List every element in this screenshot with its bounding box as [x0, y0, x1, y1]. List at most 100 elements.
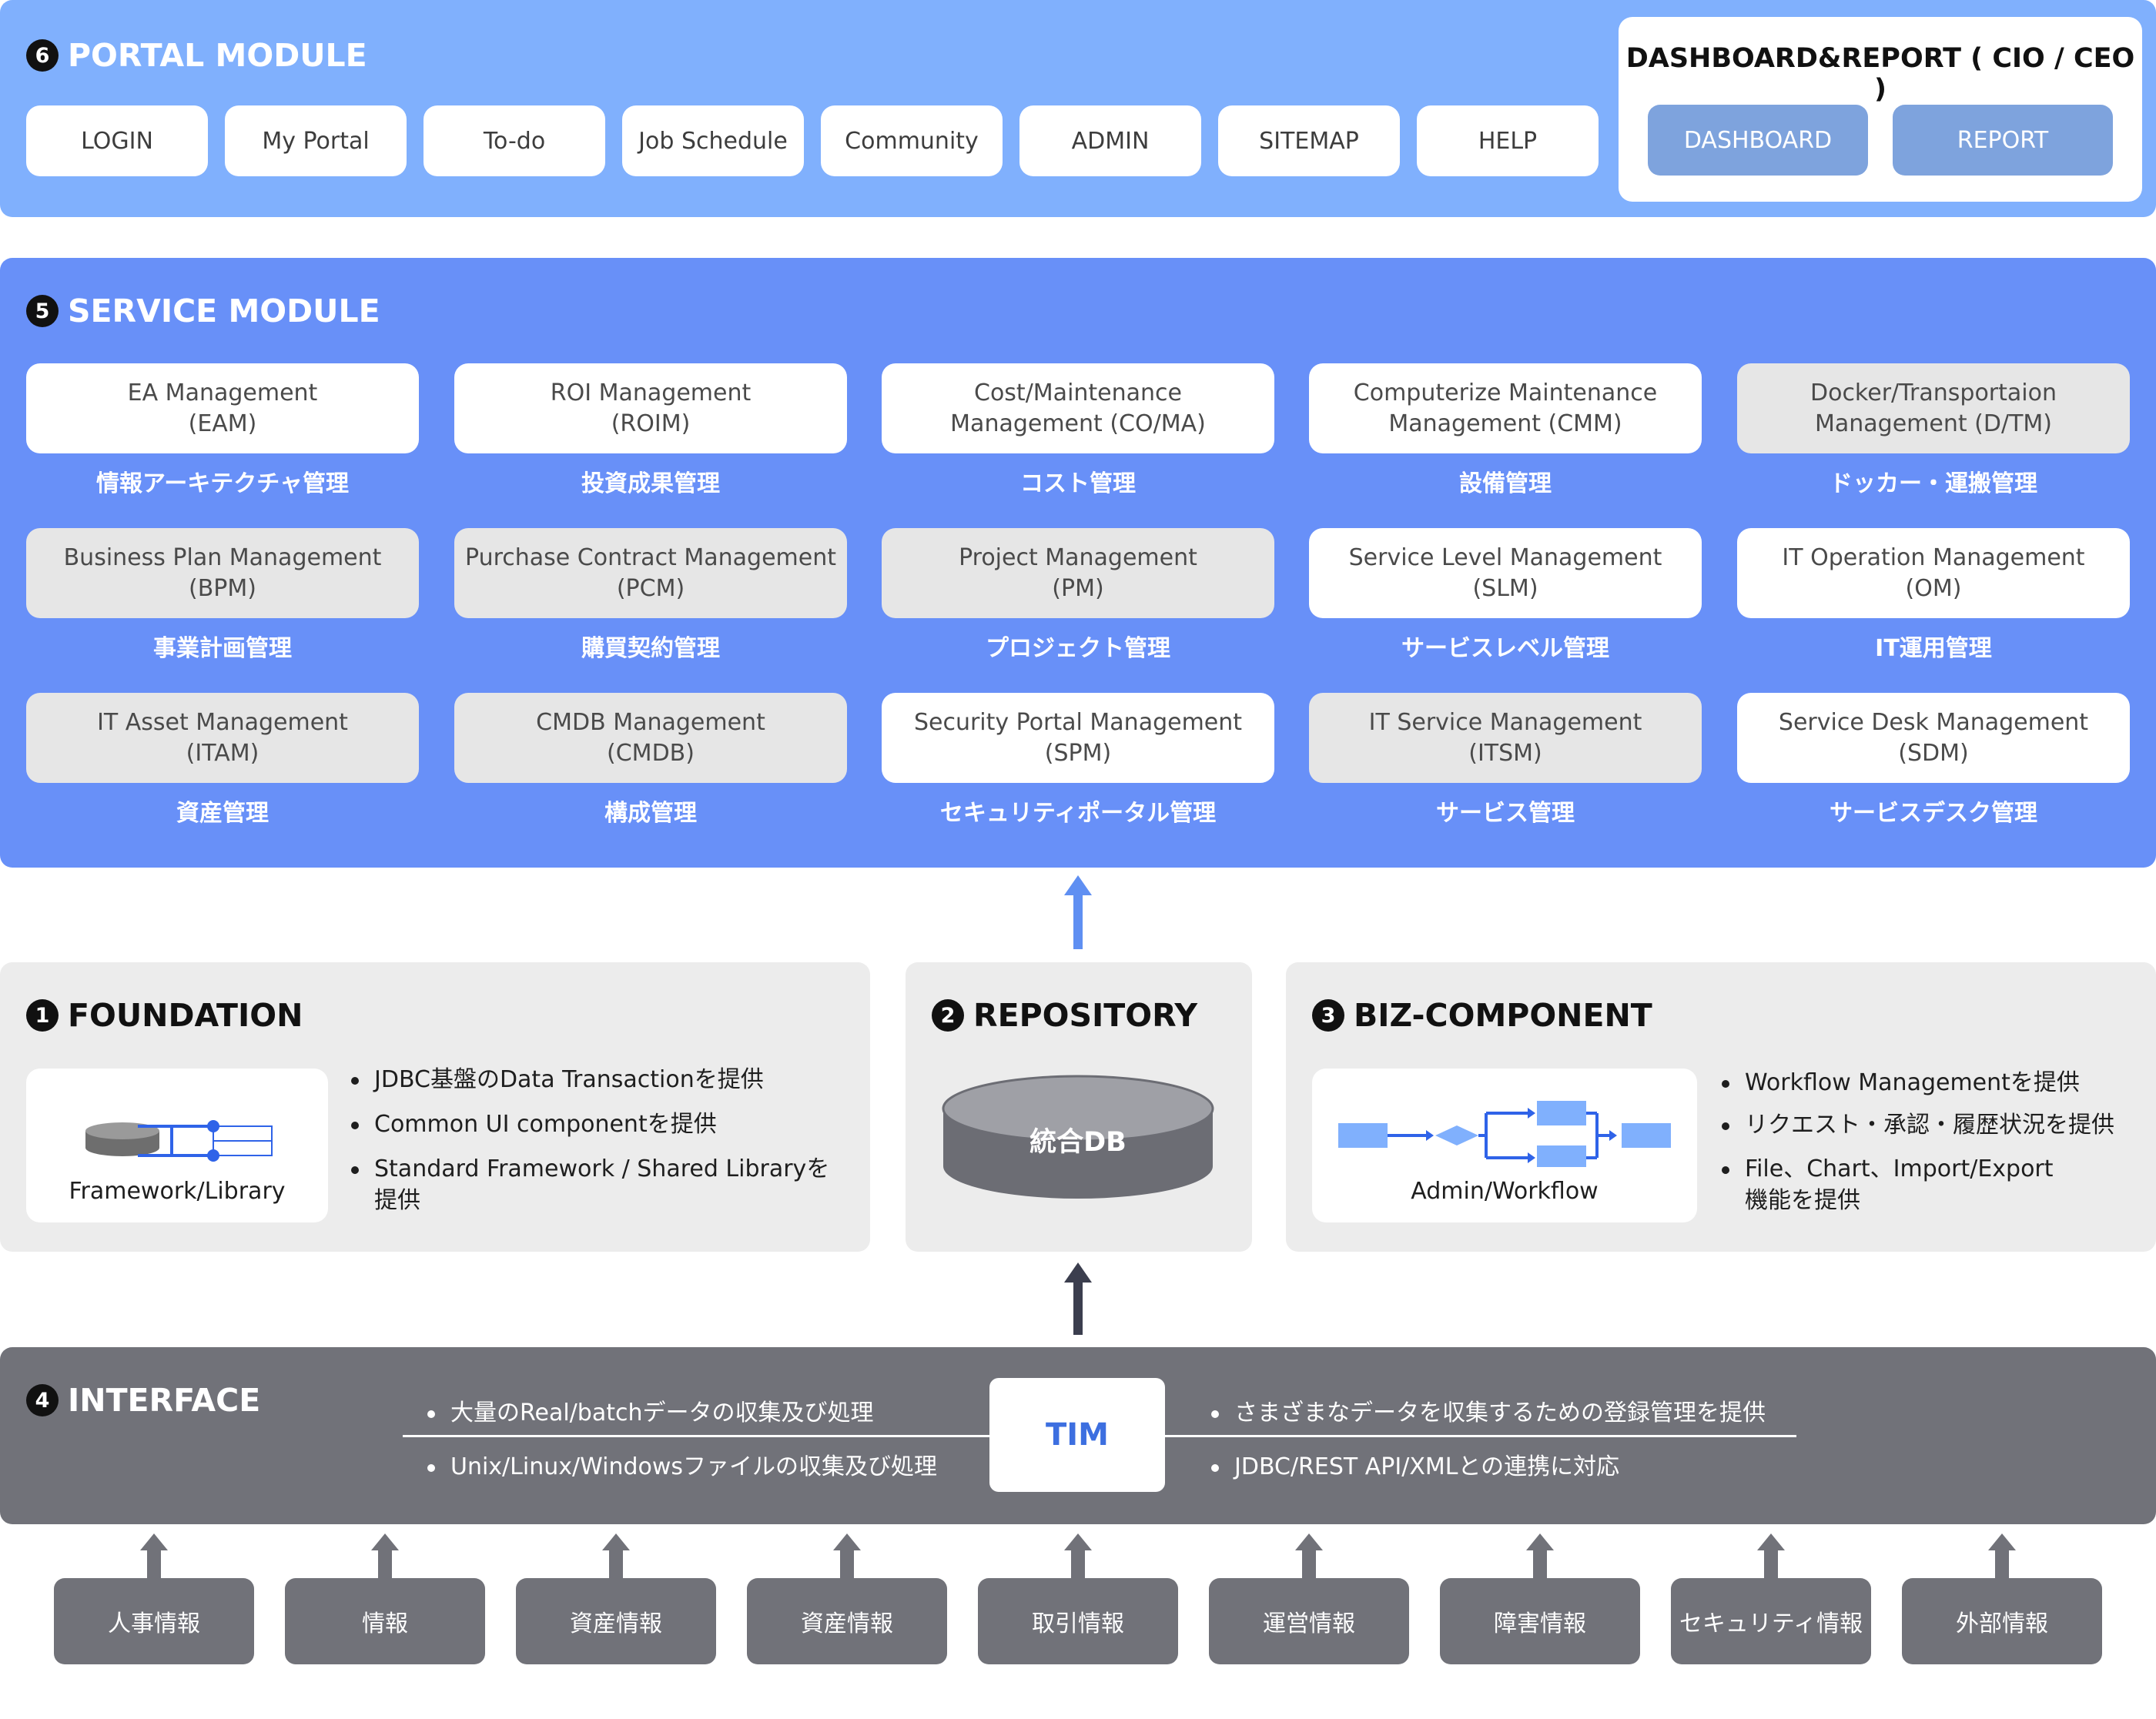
sitemap-button[interactable]: SITEMAP [1218, 105, 1400, 176]
module-bpm[interactable]: Business Plan Management(BPM) [26, 528, 419, 618]
module-pcm[interactable]: Purchase Contract Management(PCM) [454, 528, 847, 618]
module-slm[interactable]: Service Level Management(SLM) [1309, 528, 1702, 618]
service-module: 5 SERVICE MODULE EA Management (EAM) 情報アー… [0, 258, 2156, 868]
module-label: コスト管理 [1020, 470, 1136, 497]
arrow-up-icon [1526, 1533, 1554, 1578]
module-abbr: (OM) [1905, 574, 1962, 602]
portal-title-text: PORTAL MODULE [68, 37, 367, 74]
dashboard-button[interactable]: DASHBOARD [1648, 105, 1868, 176]
module-label: プロジェクト管理 [986, 635, 1170, 662]
admin-workflow-caption: Admin/Workflow [1411, 1178, 1599, 1205]
module-abbr: (EAM) [188, 410, 257, 437]
module-label: サービス管理 [1436, 800, 1575, 827]
service-title-text: SERVICE MODULE [68, 293, 380, 329]
arrow-up-icon [1064, 1262, 1092, 1335]
biz-component-bullet: Workflow Managementを提供 [1722, 1067, 2080, 1099]
module-label: 情報アーキテクチャ管理 [96, 470, 349, 497]
module-name: ROI Management [550, 379, 752, 406]
portal-module: 6 PORTAL MODULE LOGIN My Portal To-do Jo… [0, 0, 2156, 217]
todo-button[interactable]: To-do [424, 105, 605, 176]
module-name: IT Operation Management [1782, 543, 2085, 571]
tim-box[interactable]: TIM [989, 1378, 1165, 1492]
module-name: CMDB Management [536, 708, 765, 736]
repository-title: 2 REPOSITORY [932, 997, 1197, 1034]
arrow-up-icon [140, 1533, 168, 1578]
arrow-up-icon [371, 1533, 399, 1578]
module-label: サービスデスク管理 [1830, 800, 2037, 827]
source-hr-info[interactable]: 人事情報 [54, 1578, 254, 1664]
source-asset-info[interactable]: 資産情報 [516, 1578, 716, 1664]
module-name: Project Management [959, 543, 1197, 571]
module-label: 購買契約管理 [581, 635, 720, 662]
foundation-title: 1 FOUNDATION [26, 997, 303, 1034]
module-itsm[interactable]: IT Service Management (ITSM) [1309, 693, 1702, 783]
service-number-badge: 5 [26, 295, 59, 327]
module-abbr: Management (CO/MA) [950, 410, 1206, 437]
module-roim[interactable]: ROI Management(ROIM) [454, 363, 847, 453]
foundation-number-badge: 1 [26, 999, 59, 1032]
module-itam[interactable]: IT Asset Management(ITAM) [26, 693, 419, 783]
module-abbr: (SPM) [1044, 739, 1112, 767]
module-label: 資産管理 [176, 800, 269, 827]
module-abbr: (ITSM) [1468, 739, 1542, 767]
biz-component-panel: 3 BIZ-COMPONENT Admin/Workflow Workflow … [1286, 962, 2156, 1252]
database-icon [942, 1075, 1214, 1199]
arrow-up-icon [1757, 1533, 1785, 1578]
module-name: Cost/Maintenance [974, 379, 1182, 406]
integrated-db-label: 統合DB [1029, 1127, 1127, 1158]
source-incident-info[interactable]: 障害情報 [1440, 1578, 1640, 1664]
interface-left-bullet: 大量のReal/batchデータの収集及び処理 [427, 1393, 873, 1427]
module-name: IT Service Management [1368, 708, 1642, 736]
module-name: EA Management [127, 379, 318, 406]
admin-workflow-card: Admin/Workflow [1312, 1069, 1697, 1222]
foundation-bullet-continued: 提供 [374, 1187, 420, 1214]
module-abbr: Management (CMM) [1388, 410, 1622, 437]
module-abbr: Management (D/TM) [1815, 410, 2052, 437]
module-abbr: (SDM) [1898, 739, 1969, 767]
source-security-info[interactable]: セキュリティ情報 [1671, 1578, 1871, 1664]
module-sdm[interactable]: Service Desk Management(SDM) [1737, 693, 2130, 783]
source-transaction-info[interactable]: 取引情報 [978, 1578, 1178, 1664]
module-label: セキュリティポータル管理 [939, 800, 1217, 827]
job-schedule-button[interactable]: Job Schedule [622, 105, 804, 176]
source-info[interactable]: 情報 [285, 1578, 485, 1664]
module-name: Security Portal Management [913, 708, 1243, 736]
foundation-bullet: Standard Framework / Shared Libraryを [351, 1153, 829, 1185]
interface-title-text: INTERFACE [68, 1382, 261, 1419]
report-button[interactable]: REPORT [1893, 105, 2113, 176]
arrow-up-icon [1988, 1533, 2016, 1578]
dashboard-report-title: DASHBOARD&REPORT ( CIO / CEO ) [1625, 43, 2135, 105]
module-om[interactable]: IT Operation Management (OM) [1737, 528, 2130, 618]
source-operation-info[interactable]: 運営情報 [1209, 1578, 1409, 1664]
module-eam[interactable]: EA Management (EAM) [26, 363, 419, 453]
source-arrows [140, 1533, 2016, 1578]
portal-module-title: 6 PORTAL MODULE [26, 37, 367, 74]
community-button[interactable]: Community [821, 105, 1003, 176]
my-portal-button[interactable]: My Portal [225, 105, 407, 176]
module-name: Computerize Maintenance [1353, 379, 1658, 406]
login-button[interactable]: LOGIN [26, 105, 208, 176]
source-external-info[interactable]: 外部情報 [1902, 1578, 2102, 1664]
admin-button[interactable]: ADMIN [1019, 105, 1201, 176]
biz-component-bullet-continued: 機能を提供 [1745, 1187, 1860, 1214]
interface-panel: 4 INTERFACE 大量のReal/batchデータの収集及び処理 Unix… [0, 1347, 2156, 1524]
module-pm[interactable]: Project Management (PM) [882, 528, 1274, 618]
module-label: ドッカー・運搬管理 [1830, 470, 2037, 497]
framework-library-caption: Framework/Library [69, 1178, 286, 1205]
source-asset-info-2[interactable]: 資産情報 [747, 1578, 947, 1664]
foundation-bullet: JDBC基盤のData Transactionを提供 [351, 1064, 764, 1095]
help-button[interactable]: HELP [1417, 105, 1599, 176]
arrow-up-icon [1295, 1533, 1323, 1578]
module-name: Docker/Transportaion [1810, 379, 2057, 406]
module-abbr: (PM) [1052, 574, 1104, 602]
module-spm[interactable]: Security Portal Management (SPM) [882, 693, 1274, 783]
interface-right-bullet: さまざまなデータを収集するための登録管理を提供 [1211, 1393, 1766, 1427]
arrow-up-icon [1064, 1533, 1092, 1578]
module-label: サービスレベル管理 [1401, 635, 1609, 662]
foundation-bullet: Common UI componentを提供 [351, 1109, 717, 1140]
module-cmdb[interactable]: CMDB Management (CMDB) [454, 693, 847, 783]
module-abbr: (CMDB) [607, 739, 695, 767]
